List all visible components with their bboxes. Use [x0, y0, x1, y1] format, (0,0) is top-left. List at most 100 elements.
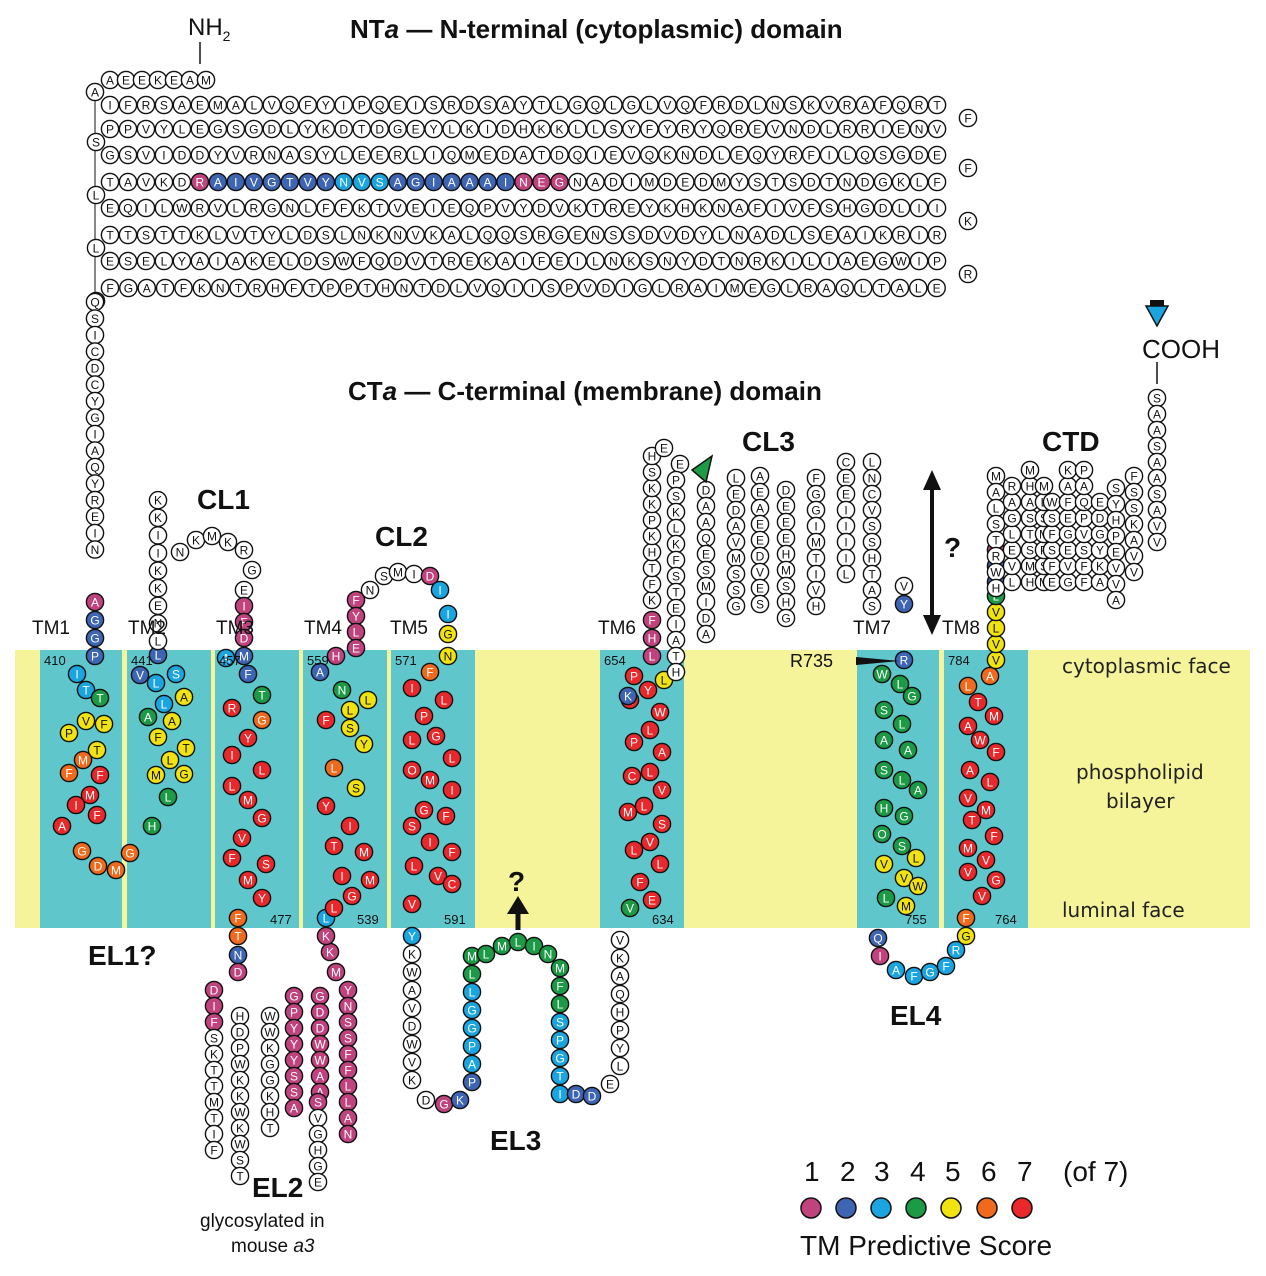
residue: A: [514, 145, 533, 165]
svg-text:D: D: [807, 122, 816, 136]
svg-text:D: D: [178, 175, 187, 189]
svg-text:A: A: [822, 281, 830, 295]
svg-text:G: G: [627, 98, 636, 112]
svg-text:A: A: [1153, 503, 1161, 517]
svg-text:W: W: [314, 1037, 326, 1051]
residue: E: [927, 145, 947, 165]
residue: A: [586, 172, 605, 192]
residue: K: [424, 225, 443, 245]
svg-text:A: A: [1153, 455, 1161, 469]
residue: V: [406, 251, 425, 271]
residue: M: [725, 278, 744, 298]
residue: S: [696, 560, 716, 580]
residue: A: [85, 82, 105, 102]
residue: Q: [486, 278, 506, 298]
svg-text:S: S: [756, 597, 764, 611]
svg-text:I: I: [93, 427, 96, 441]
svg-text:N: N: [663, 254, 672, 268]
svg-text:V: V: [1112, 561, 1120, 575]
svg-text:M: M: [151, 768, 161, 782]
residue: D: [230, 1022, 250, 1042]
residue: I: [927, 198, 947, 218]
residue: A: [388, 172, 407, 192]
residue: D: [334, 119, 354, 139]
svg-text:R: R: [240, 543, 249, 557]
residue: Q: [747, 145, 767, 165]
residue: W: [908, 876, 928, 896]
svg-text:D: D: [234, 965, 243, 979]
svg-text:K: K: [154, 582, 162, 596]
residue: M: [711, 172, 731, 192]
residue: H: [666, 662, 686, 682]
residue: K: [352, 198, 372, 218]
residue: G: [119, 278, 138, 298]
svg-text:F: F: [990, 829, 997, 843]
residue: F: [334, 198, 354, 218]
tm4-label: TM4: [304, 618, 342, 639]
svg-text:Y: Y: [520, 201, 528, 215]
svg-text:A: A: [1153, 423, 1161, 437]
residue: A: [1090, 572, 1110, 592]
svg-text:E: E: [753, 122, 761, 136]
svg-text:G: G: [573, 98, 582, 112]
svg-text:L: L: [233, 201, 240, 215]
svg-text:H: H: [681, 201, 690, 215]
residue: F: [100, 278, 120, 298]
residue: L: [334, 225, 354, 245]
residue: G: [622, 95, 641, 115]
residue: R: [136, 95, 156, 115]
blue-arrow-marker: [1144, 305, 1170, 328]
residue: G: [72, 841, 92, 861]
residue: K: [450, 1090, 470, 1110]
svg-text:A: A: [868, 583, 876, 597]
residue: N: [862, 468, 882, 488]
svg-text:N: N: [915, 122, 924, 136]
residue: L: [476, 944, 496, 964]
svg-text:L: L: [754, 98, 761, 112]
residue: Y: [514, 198, 533, 218]
svg-text:A: A: [735, 201, 743, 215]
residue: I: [442, 780, 462, 800]
svg-text:A: A: [843, 254, 851, 268]
residue: P: [927, 251, 947, 271]
residue: I: [204, 996, 224, 1016]
residue: K: [478, 251, 497, 271]
residue: S: [862, 516, 882, 536]
svg-text:G: G: [213, 122, 222, 136]
svg-text:M: M: [85, 788, 95, 802]
svg-text:S: S: [672, 569, 680, 583]
residue: L: [892, 714, 912, 734]
residue: A: [496, 95, 515, 115]
residue: I: [523, 278, 542, 298]
svg-text:L: L: [610, 98, 617, 112]
residue: F: [87, 805, 107, 825]
residue: L: [334, 145, 354, 165]
svg-text:V: V: [82, 714, 90, 728]
svg-text:I: I: [917, 201, 920, 215]
svg-text:R: R: [933, 228, 942, 242]
residue: P: [352, 95, 372, 115]
residue: S: [402, 816, 422, 836]
residue: N: [228, 945, 248, 965]
svg-text:T: T: [93, 743, 101, 757]
residue: I: [706, 278, 726, 298]
svg-text:E: E: [555, 254, 563, 268]
svg-text:Y: Y: [352, 609, 360, 623]
svg-text:V: V: [933, 122, 941, 136]
svg-text:G: G: [347, 889, 356, 903]
svg-text:S: S: [609, 228, 617, 242]
svg-text:S: S: [352, 781, 360, 795]
cooh-label: COOH: [1142, 334, 1220, 364]
residue: S: [338, 1028, 358, 1048]
residue: L: [280, 225, 300, 245]
residue: S: [370, 172, 389, 192]
svg-text:R: R: [681, 122, 690, 136]
svg-text:V: V: [978, 889, 986, 903]
residue: K: [958, 211, 978, 231]
residue: S: [256, 854, 276, 874]
svg-text:S: S: [1153, 487, 1161, 501]
residue: L: [640, 762, 660, 782]
residue: A: [442, 172, 461, 192]
residue: E: [642, 890, 662, 910]
residue: I: [438, 604, 458, 624]
